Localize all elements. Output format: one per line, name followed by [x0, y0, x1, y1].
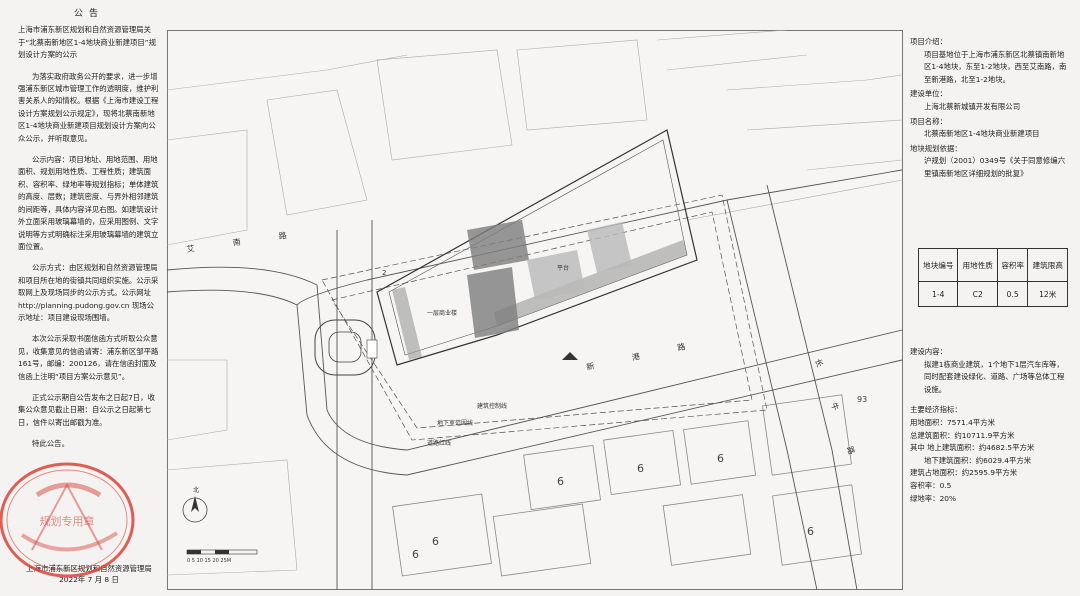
notice-paragraph-1: 为落实政府政务公开的要求，进一步增强浦东新区城市管理工作的透明度，维护利害关系人…	[18, 71, 159, 143]
entrance-marker-icon	[562, 352, 578, 360]
table-header: 容积率	[996, 248, 1029, 282]
floor-count: 2	[382, 269, 386, 277]
indicator-item: 绿地率：20%	[910, 493, 956, 503]
content-text: 拟建1栋商业建筑，1个地下1层汽车库等，同时配套建设绿化、道路、广场等总体工程设…	[924, 359, 1065, 394]
underground-label: 地下室范围线	[437, 419, 473, 427]
table-header: 地块编号	[917, 248, 959, 282]
indicator-item: 用地面积：7571.4平方米	[910, 417, 995, 427]
table-cell: C2	[957, 281, 998, 307]
indicator-item: 其中 地上建筑面积：约4682.5平方米	[910, 443, 1035, 453]
content-label: 建设内容：	[910, 347, 947, 356]
building-label: 一层商业楼	[427, 309, 457, 317]
unit-text: 上海北蔡新城镇开发有限公司	[924, 101, 1021, 111]
block-number: 6	[637, 462, 644, 475]
table-header: 用地性质	[957, 248, 998, 282]
notice-date: 2022年 7 月 8 日	[59, 575, 119, 584]
svg-text:规划专用章: 规划专用章	[40, 514, 95, 528]
block-number: 6	[807, 525, 814, 538]
unit-label: 建设单位：	[910, 89, 947, 99]
scale-bar: 0 5 10 15 20 25M	[186, 549, 258, 564]
notice-paragraph-2: 公示内容：项目地址、用地范围、用地面积、规划用地性质、工程性质；建筑面积、容积率…	[18, 155, 159, 251]
residential-blocks	[392, 394, 862, 577]
building-footprint	[376, 129, 698, 366]
table-cell: 1-4	[917, 281, 959, 307]
platform-label: 平台	[557, 264, 569, 272]
basis-text: 沪规划（2001）0349号《关于同意修编六里镇南新地区详细规划的批复》	[924, 156, 1066, 178]
indicator-item: 容积率：0.5	[910, 480, 952, 490]
name-text: 北蔡南新地区1-4地块商业新建项目	[924, 129, 1040, 139]
project-info-panel: 项目介绍： 项目基地位于上海市浦东新区北蔡镇南新地区1-4地块，东至1-2地块，…	[910, 34, 1070, 181]
north-arrow-icon: 北	[182, 486, 208, 523]
notice-paragraph-5: 正式公示期自公告发布之日起7日，收集公众意见截止日期：自公示之日起第七日，信件以…	[18, 392, 155, 427]
indicator-item: 建筑占地面积：约2595.9平方米	[910, 468, 1018, 478]
parcel-parameter-table: 地块编号 用地性质 容积率 建筑限高 1-4 C2 0.5 12米	[917, 248, 1068, 307]
table-row: 1-4 C2 0.5 12米	[917, 281, 1068, 307]
notice-paragraph-3: 公示方式：由区规划和自然资源管理局和项目所在地的街镇共同组织实施。公示采取网上及…	[18, 263, 159, 322]
svg-text:北: 北	[193, 486, 199, 494]
table-header: 建筑限高	[1027, 248, 1068, 282]
basis-label: 地块规划依据：	[910, 143, 962, 153]
notice-paragraph-4: 本次公示采取书面信函方式听取公众意见，收集意见的信函请寄：浦东新区邹平路161号…	[18, 334, 159, 381]
intro-label: 项目介绍：	[910, 37, 947, 46]
notice-title: 公告	[73, 9, 104, 19]
block-number: 6	[432, 535, 439, 548]
table-cell: 0.5	[996, 281, 1029, 307]
block-number: 93	[857, 395, 867, 404]
notice-paragraph-6: 特此公告。	[32, 439, 69, 449]
table-cell: 12米	[1027, 281, 1068, 307]
block-number: 6	[412, 548, 419, 561]
indicator-item: 地下建筑面积：约6029.4平方米	[924, 455, 1032, 465]
redline-label: 道路红线	[427, 439, 451, 447]
indicators-label: 主要经济指标：	[910, 405, 962, 415]
name-label: 项目名称：	[910, 116, 947, 126]
notice-heading: 上海市浦东新区规划和自然资源管理局关于“北蔡南新地区1-4地块商业新建项目”规划…	[18, 25, 156, 60]
drop-off-loop	[314, 319, 378, 376]
official-seal-icon: 规划专用章	[0, 462, 135, 578]
block-number: 6	[717, 452, 724, 465]
setback-label: 建筑控制线	[477, 402, 507, 410]
indicator-item: 总建筑面积：约10711.9平方米	[910, 430, 1015, 440]
block-number: 6	[557, 475, 564, 488]
notice-signature: 上海市浦东新区规划和自然资源管理局 2022年 7 月 8 日	[18, 563, 160, 585]
notice-signer: 上海市浦东新区规划和自然资源管理局	[26, 564, 152, 573]
intro-text: 项目基地位于上海市浦东新区北蔡镇南新地区1-4地块，东至1-2地块，西至艾南路，…	[924, 49, 1067, 84]
public-notice-panel: 公告 上海市浦东新区规划和自然资源管理局关于“北蔡南新地区1-4地块商业新建项目…	[18, 8, 160, 588]
site-plan-drawing: 6 6 6 6 6 6 93	[167, 30, 903, 590]
svg-text:0 5 10 15 20 25M: 0 5 10 15 20 25M	[187, 558, 231, 564]
construction-info-panel: 建设内容： 拟建1栋商业建筑，1个地下1层汽车库等，同时配套建设绿化、道路、广场…	[910, 346, 1070, 505]
